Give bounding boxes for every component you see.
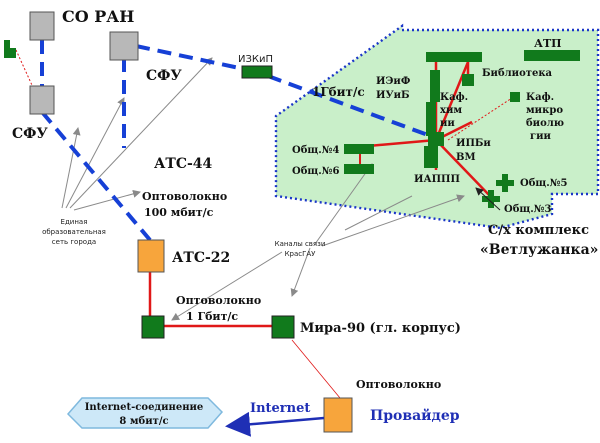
label-kaf-him-3: ии [440,118,455,129]
node-library [462,74,474,86]
label-krasgau-2: КрасГАУ [285,250,317,258]
label-iappp: ИАППП [414,174,460,185]
label-obsh4: Общ.№4 [292,145,340,156]
label-campus-2: «Ветлужанка» [480,242,598,258]
label-fiber100-1: Оптоволокно [142,190,227,203]
label-city-net-2: образовательная [42,228,106,236]
node-library-bar [426,52,482,62]
label-kaf-micro-3: биолю [526,118,564,129]
label-kaf-him-1: Каф. [440,92,468,103]
label-mira90: Мира-90 (гл. корпус) [300,321,461,336]
internet-arrow [225,411,325,437]
node-iejf-bar [430,70,440,102]
label-city-net-1: Единая [61,218,88,226]
node-obsh3 [482,190,500,208]
label-internet-box-2: 8 мбит/с [119,416,168,427]
node-mira90 [271,315,295,339]
node-kaf-him [426,102,436,136]
label-fiber1g-2: 1 Гбит/с [186,310,238,323]
node-center [428,132,444,146]
label-internet: Internet [250,401,310,416]
label-atp: АТП [534,37,562,50]
label-obsh6: Общ.№6 [292,166,340,177]
city-network-arrows [61,57,213,211]
label-ipbivm-2: ВМ [456,152,476,163]
internet-connection-box [66,397,224,429]
label-library: Библиотека [482,68,553,79]
provider-link [291,339,341,399]
krasgau-arrows [171,163,465,321]
label-obsh3: Общ.№3 [504,204,552,215]
label-sfu-top: СФУ [146,68,182,84]
label-fiber100-2: 100 мбит/с [144,206,214,219]
campus-label-arrow [475,187,501,211]
label-internet-box-1: Internet-соединение [85,402,204,413]
label-ats44: АТС-44 [154,156,213,172]
label-city-net-3: сеть города [52,238,96,246]
label-kaf-micro-3b: гии [530,131,552,142]
label-obsh5: Общ.№5 [520,178,568,189]
label-iejf: ИЭиФ [376,76,411,87]
node-obsh6 [344,164,374,174]
label-kaf-him-2: хим [440,105,462,116]
label-kaf-micro-1: Каф. [526,92,554,103]
node-provider [323,397,353,433]
label-izkip: ИЗКиП [238,54,273,65]
label-sfu-left: СФУ [12,126,48,142]
node-sfu-left [29,85,55,115]
node-izkip [241,65,273,79]
label-fiber1g-1: Оптоволокно [176,294,261,307]
label-gbit-dash: 1Гбит/с [312,85,365,99]
blue-dashed-links [40,40,437,242]
label-fiber-bottom: Оптоволокно [356,378,441,391]
node-small-left [4,40,16,58]
node-atp [524,50,580,61]
node-obsh5 [496,174,514,192]
label-kaf-micro-2: микро [526,105,563,116]
label-so-ran: СО РАН [62,7,134,26]
node-sfu-top [109,31,139,61]
node-obsh4 [344,144,374,154]
label-krasgau-1: Каналы связи [275,240,326,248]
node-iappp-bar [424,146,438,168]
label-provider: Провайдер [370,407,460,424]
node-kaf-micro [510,92,520,102]
label-ats22: АТС-22 [172,250,230,266]
bottom-red-links [148,272,282,328]
label-iuib: ИУиБ [376,90,410,101]
red-dotted-link-2 [447,97,513,141]
node-so-ran [29,11,55,41]
label-campus-1: С/х комплекс [488,223,589,238]
node-router-bottom-left [141,315,165,339]
node-ats22 [137,239,165,273]
label-ipbivm-1: ИПБи [456,138,491,149]
